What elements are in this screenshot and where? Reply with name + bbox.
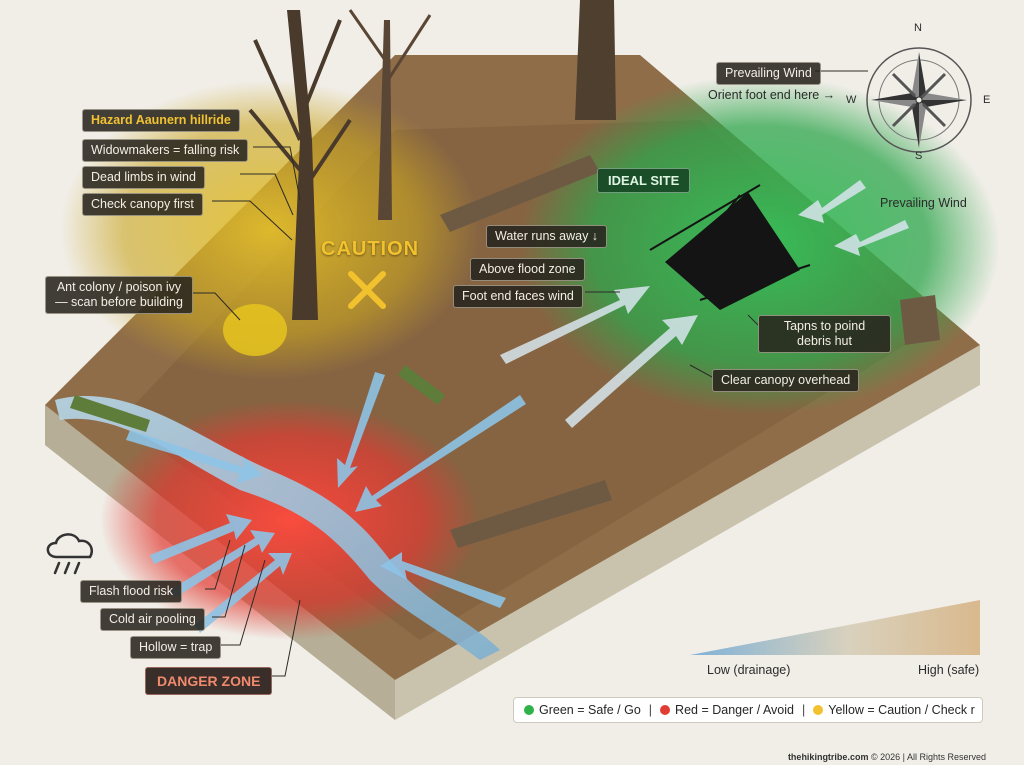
footer-site: thehikingtribe.com <box>787 752 869 762</box>
gradient-high-label: High (safe) <box>918 663 980 677</box>
fallen-log-top <box>440 155 600 232</box>
leader-lines <box>191 70 868 677</box>
compass-e: E <box>983 94 991 106</box>
color-legend: Green = Safe / Go | Red = Danger / Avoid… <box>513 697 983 723</box>
compass-w: W <box>846 94 857 106</box>
compass-rose-icon <box>866 47 972 153</box>
stream <box>55 396 500 660</box>
debris-hut-sticks <box>649 184 811 301</box>
flash-flood-label: Flash flood risk <box>80 580 183 603</box>
legend-red-text: Red = Danger / Avoid <box>675 703 794 717</box>
wind-arrow-icon <box>500 180 909 428</box>
mossy-log <box>70 395 150 432</box>
widowmakers-label: Widowmakers = falling risk <box>82 139 249 162</box>
danger-zone-label: DANGER ZONE <box>145 667 273 695</box>
legend-green: Green = Safe / Go <box>524 703 641 717</box>
caution-label: CAUTION <box>321 238 420 260</box>
legend-yellow: Yellow = Caution / Check r <box>813 703 975 717</box>
tapns-to-poind-label: Tapns to poind debris hut <box>758 315 891 353</box>
hollow-trap-label: Hollow = trap <box>130 636 222 659</box>
red-dot-icon <box>660 705 671 715</box>
flow-arrows <box>126 372 526 633</box>
fallen-log-bottom <box>450 480 612 548</box>
prevailing-wind-right-label: Prevailing Wind <box>880 196 967 210</box>
foot-end-faces-wind-label: Foot end faces wind <box>453 285 583 308</box>
compass-s: S <box>915 150 923 162</box>
healthy-tree-trunk <box>575 0 616 120</box>
dead-limbs-label: Dead limbs in wind <box>82 166 205 189</box>
legend-yellow-text: Yellow = Caution / Check r <box>828 703 975 717</box>
ant-colony-spot <box>223 304 287 356</box>
check-canopy-label: Check canopy first <box>82 193 203 216</box>
compass-n: N <box>914 22 922 34</box>
mossy-stump <box>398 365 445 405</box>
prevailing-wind-box-label: Prevailing Wind <box>716 62 821 85</box>
dead-tree-small-branches <box>348 9 432 81</box>
elevation-scale-bar <box>690 600 980 655</box>
footer-credit: thehikingtribe.com © 2026 | All Rights R… <box>788 752 986 762</box>
dead-tree-small <box>378 20 392 220</box>
legend-sep: | <box>802 703 806 717</box>
footer-rest: © 2026 | All Rights Reserved <box>870 752 986 762</box>
above-flood-zone-label: Above flood zone <box>470 258 585 281</box>
tree-stump <box>900 295 940 345</box>
green-dot-icon <box>524 705 534 715</box>
debris-hut <box>665 192 800 310</box>
clear-canopy-label: Clear canopy overhead <box>712 369 860 392</box>
dead-tree-branches <box>248 19 352 182</box>
legend-sep: | <box>648 703 653 717</box>
dead-tree-trunk <box>287 10 318 320</box>
gradient-low-label: Low (drainage) <box>707 663 791 677</box>
hazard-title-label: Hazard Aaunern hillride <box>82 109 240 132</box>
ant-colony-label: Ant colony / poison ivy — scan before bu… <box>45 276 193 314</box>
rain-cloud-icon <box>46 533 94 575</box>
legend-red: Red = Danger / Avoid <box>660 703 794 717</box>
ideal-site-label: IDEAL SITE <box>597 168 691 193</box>
legend-green-text: Green = Safe / Go <box>539 703 641 717</box>
orient-foot-end-label: Orient foot end here → <box>708 88 836 102</box>
water-runs-away-label: Water runs away ↓ <box>486 225 608 248</box>
caution-x-icon <box>348 271 386 309</box>
yellow-dot-icon <box>813 705 824 715</box>
cold-air-label: Cold air pooling <box>100 608 205 631</box>
